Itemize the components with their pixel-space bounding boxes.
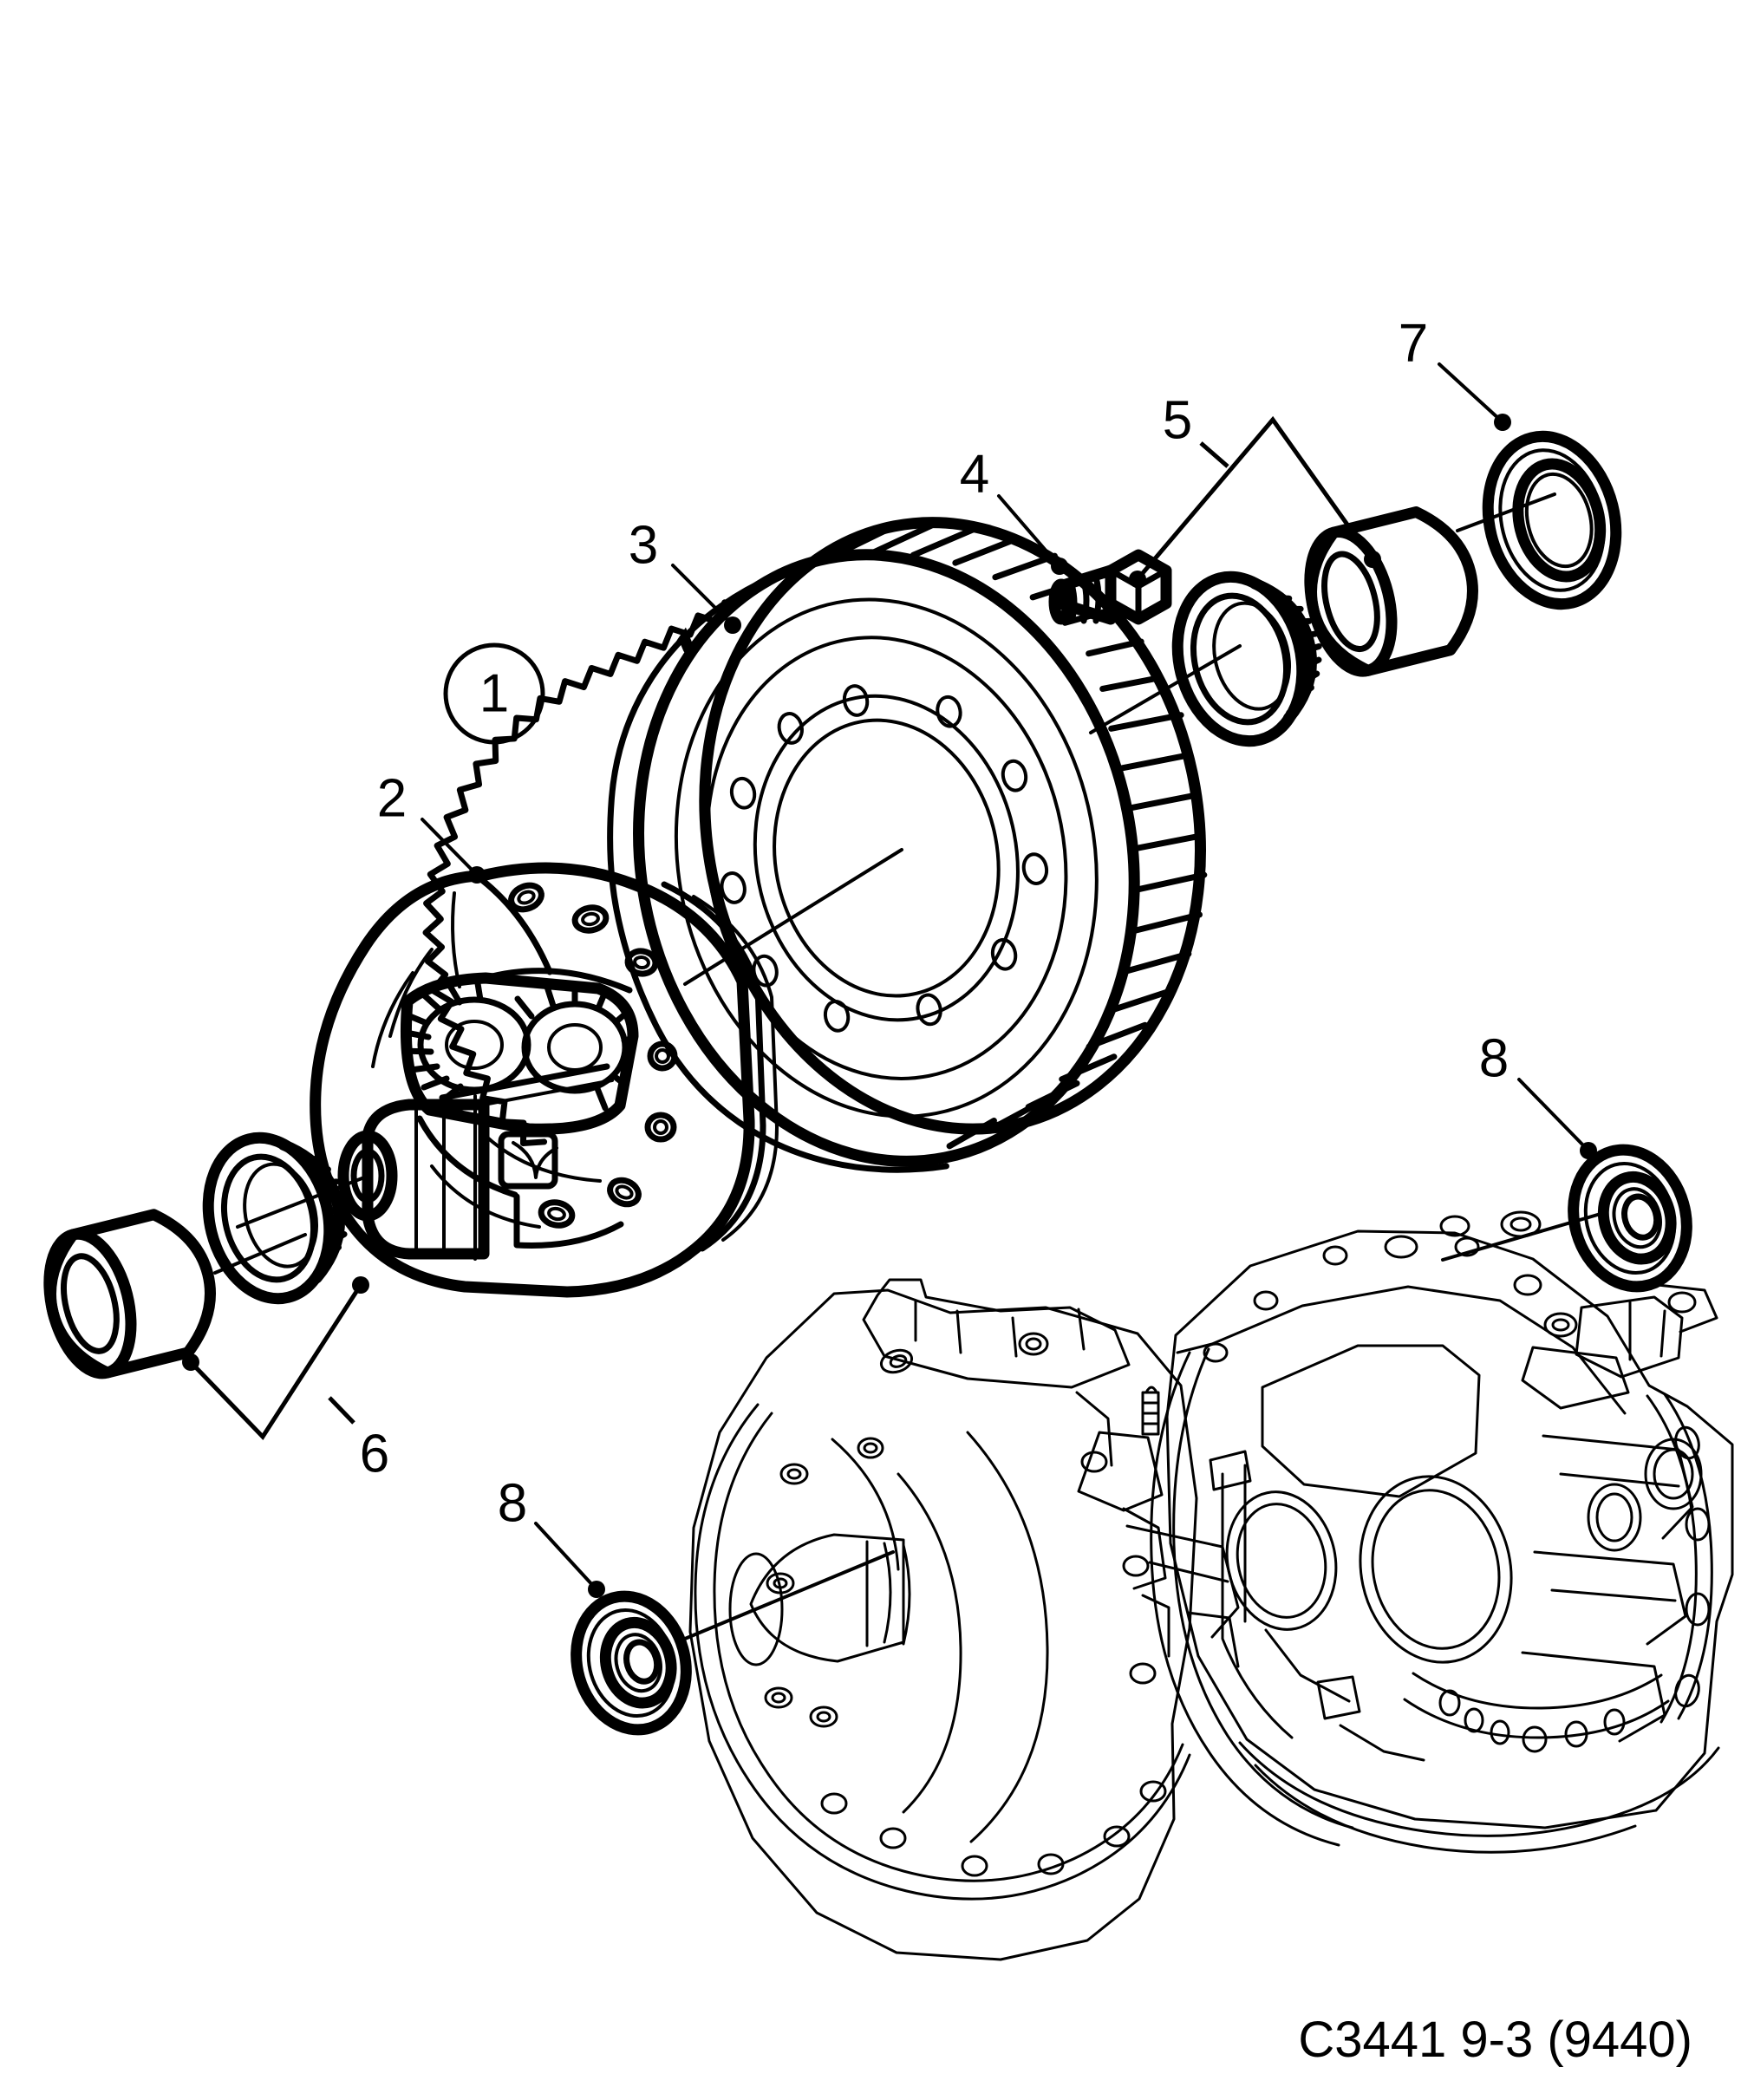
callout-label-4: 4 bbox=[960, 444, 989, 504]
assembly-group-balloon[interactable] bbox=[443, 642, 545, 745]
diagram-caption: C3441 9-3 (9440) bbox=[1298, 2012, 1692, 2068]
callout-8-right-leader bbox=[1517, 1078, 1588, 1151]
callout-5[interactable]: 5 bbox=[1129, 390, 1381, 588]
carrier-boss-detail bbox=[498, 1131, 558, 1190]
part-bearing-cone-right bbox=[1171, 571, 1322, 747]
callout-2-leader bbox=[421, 818, 477, 875]
seal-ring-leader bbox=[1456, 492, 1556, 532]
callout-1[interactable]: 1 bbox=[443, 642, 545, 745]
callout-4[interactable]: 4 bbox=[960, 444, 1068, 575]
callout-7[interactable]: 7 bbox=[1399, 313, 1511, 431]
part-bearing-cup-right bbox=[1304, 506, 1478, 677]
callout-4-dot bbox=[1051, 558, 1068, 575]
callout-8-right[interactable]: 8 bbox=[1479, 1028, 1597, 1159]
callout-label-8-left: 8 bbox=[498, 1473, 527, 1533]
part-seal-ring bbox=[1482, 430, 1622, 610]
callout-2[interactable]: 2 bbox=[377, 768, 486, 884]
callout-6-bracket bbox=[189, 1283, 363, 1441]
callout-label-8-right: 8 bbox=[1479, 1028, 1509, 1088]
part-oil-seal-left bbox=[571, 1590, 692, 1736]
callout-5-tick bbox=[1199, 441, 1229, 468]
callout-6-dot-right bbox=[352, 1276, 369, 1294]
callout-2-dot bbox=[468, 866, 486, 884]
left-bearing-leader bbox=[213, 1233, 307, 1275]
left-oil-seal-leader bbox=[683, 1550, 895, 1640]
callout-8-left-dot bbox=[588, 1581, 605, 1598]
part-oil-seal-right bbox=[1568, 1144, 1692, 1293]
part-bearing-cup-left bbox=[43, 1209, 216, 1379]
callout-label-1: 1 bbox=[479, 663, 509, 723]
callout-label-7: 7 bbox=[1399, 313, 1428, 373]
callout-5-dot-right bbox=[1364, 551, 1381, 568]
callout-5-dot-left bbox=[1129, 571, 1146, 588]
ring-gear-hub-leader bbox=[683, 848, 903, 986]
part-clutch-bellhousing bbox=[688, 1278, 1240, 1961]
callout-label-6: 6 bbox=[360, 1424, 389, 1484]
callout-3-dot bbox=[724, 616, 741, 634]
callout-6[interactable]: 6 bbox=[182, 1276, 389, 1484]
callout-6-dot-left bbox=[182, 1353, 199, 1371]
callout-8-left-leader bbox=[534, 1522, 597, 1589]
part-bearing-cone-left bbox=[202, 1132, 350, 1305]
callout-3[interactable]: 3 bbox=[629, 515, 741, 634]
callout-label-2: 2 bbox=[377, 768, 407, 828]
part-transmission-case bbox=[1150, 1210, 1734, 1854]
callout-4-leader bbox=[997, 494, 1060, 566]
callout-7-dot bbox=[1494, 414, 1511, 431]
callout-8-left[interactable]: 8 bbox=[498, 1473, 605, 1598]
carrier-bearing-leader bbox=[236, 1176, 366, 1229]
callout-5-bracket bbox=[1136, 415, 1373, 581]
part-differential-carrier bbox=[236, 862, 779, 1298]
callout-label-3: 3 bbox=[629, 515, 658, 575]
callout-6-tick bbox=[328, 1396, 355, 1425]
carrier-axle-stub bbox=[337, 1094, 490, 1261]
callout-3-leader bbox=[671, 564, 733, 625]
callout-label-5: 5 bbox=[1163, 390, 1192, 450]
callout-8-right-dot bbox=[1580, 1142, 1597, 1159]
callout-7-leader bbox=[1438, 362, 1503, 422]
